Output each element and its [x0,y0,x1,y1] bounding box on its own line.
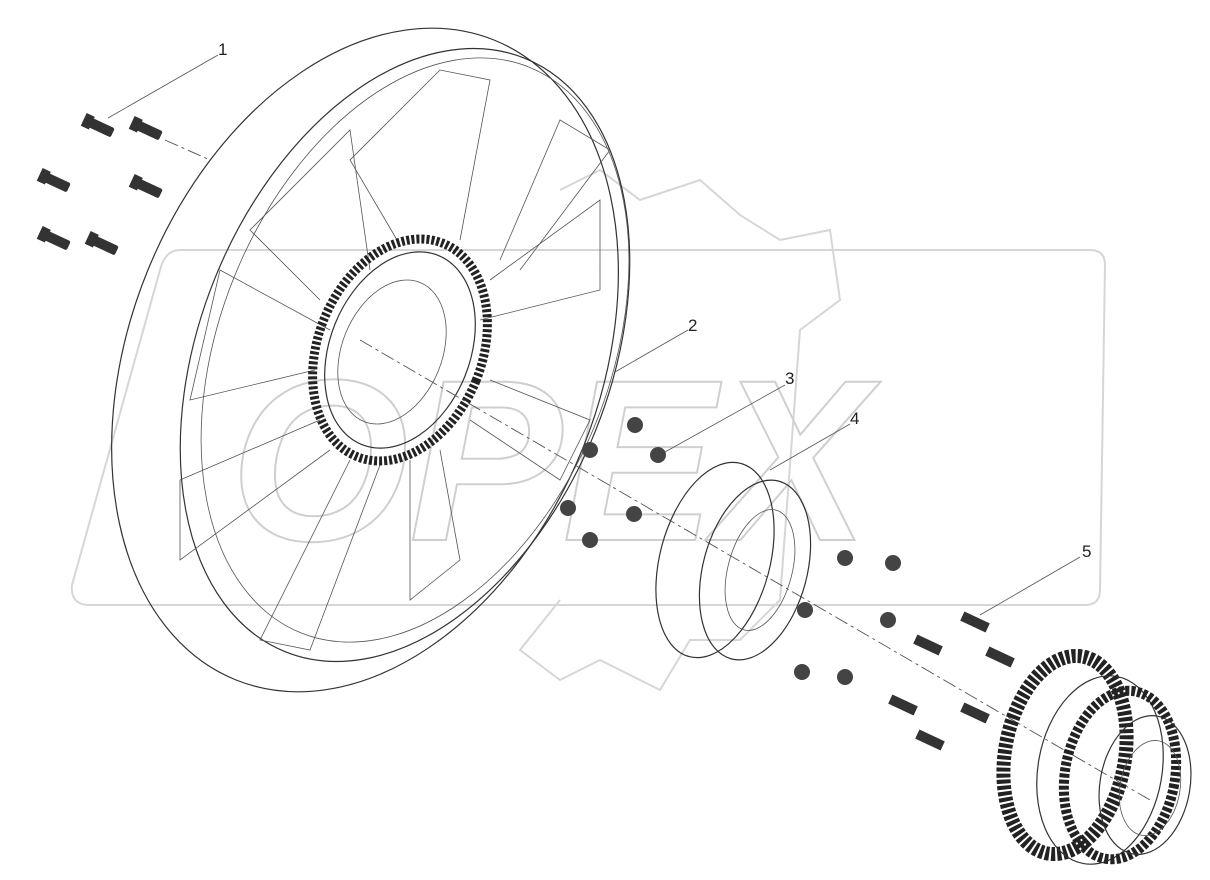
callout-2: 2 [688,316,697,335]
watermark: OPEX [70,168,1107,692]
nuts [560,417,901,685]
spacer [655,461,812,661]
studs [888,611,1015,751]
callout-1: 1 [218,40,227,59]
callout-3: 3 [785,369,794,388]
callout-4: 4 [850,409,859,428]
fan [111,27,631,693]
fan-hub-bore [337,279,447,425]
fan-hub-ring [308,234,492,466]
fan-blades [179,69,611,651]
bolts [36,113,163,255]
watermark-text: OPEX [230,332,881,589]
fan-inner-rim [179,47,631,663]
callout-5: 5 [1082,542,1091,561]
bolt [80,113,115,137]
watermark-gear [518,168,842,692]
callouts: 1 2 3 4 5 [107,40,1091,616]
pulley [996,648,1192,865]
watermark-frame [70,249,1107,606]
